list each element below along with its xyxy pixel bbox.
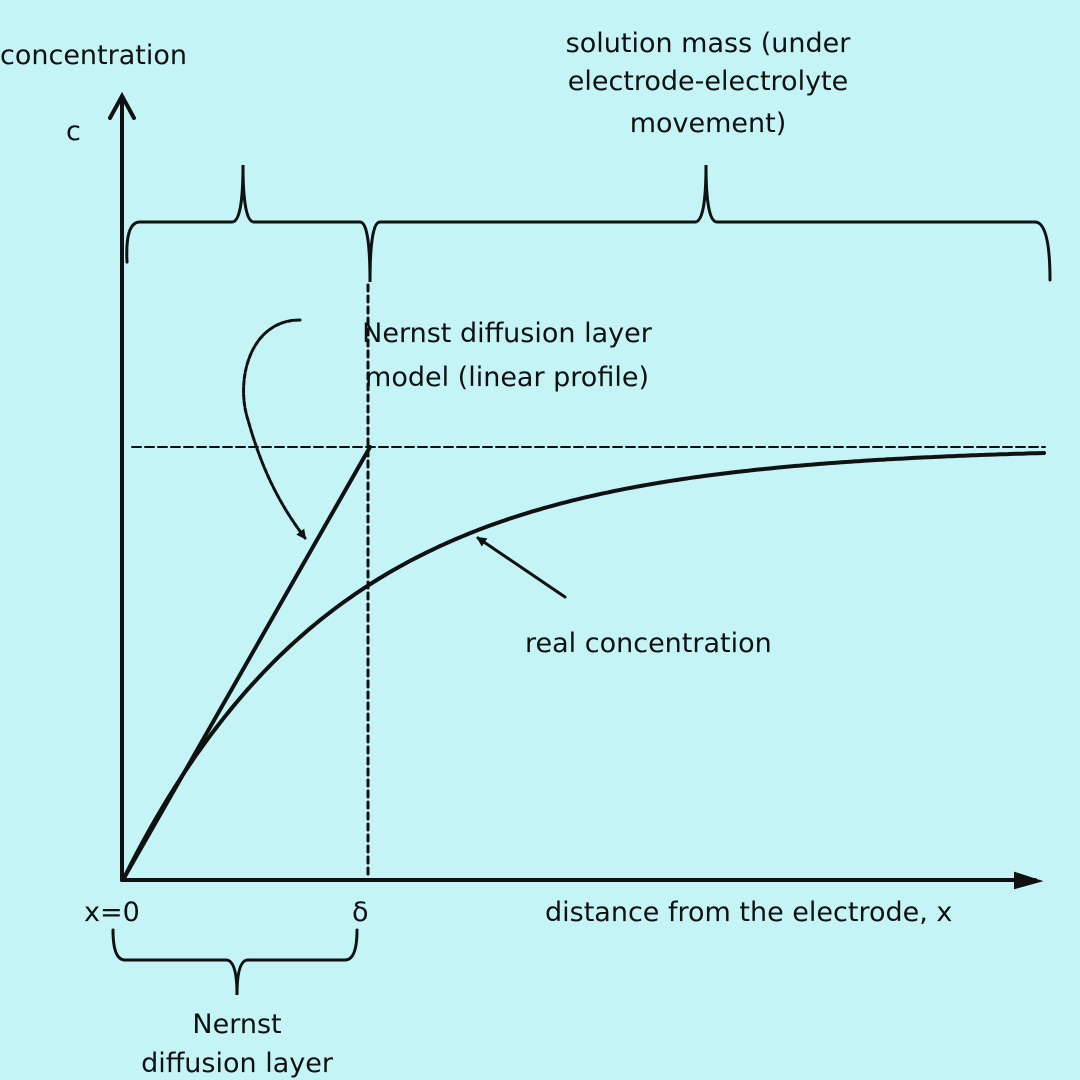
bottom-brace (111, 928, 359, 996)
y-axis-title: concentration (0, 40, 187, 71)
real-concentration-curve (122, 451, 1046, 880)
top-brace (125, 164, 1052, 283)
curved-arrow (242, 318, 307, 540)
solution-mass-label-2: electrode-electrolyte (568, 66, 849, 97)
x-axis-arrowhead (1014, 871, 1044, 890)
solution-mass-label-3: movement) (630, 108, 787, 139)
y-axis-symbol: c (66, 116, 81, 147)
x-axis-title: distance from the electrode, x (545, 897, 952, 928)
nernst-layer-label-2: diffusion layer (141, 1048, 334, 1079)
y-axis-arrowhead (108, 91, 136, 120)
real-concentration-label: real concentration (525, 628, 772, 659)
nernst-layer-label-1: Nernst (192, 1009, 281, 1040)
origin-label: x=0 (84, 897, 140, 928)
nernst-model-label-1: Nernst diffusion layer (362, 318, 653, 349)
solution-mass-label-1: solution mass (under (566, 28, 852, 59)
real-concentration-arrow (476, 536, 567, 599)
delta-label: δ (352, 897, 369, 928)
nernst-model-label-2: model (linear profile) (365, 362, 649, 393)
